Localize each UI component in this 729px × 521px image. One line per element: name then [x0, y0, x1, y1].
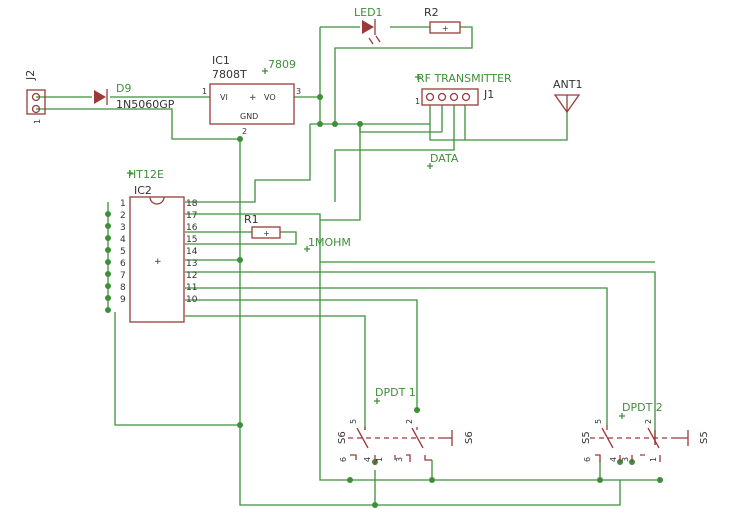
ic1-ref-label: IC1: [212, 54, 230, 67]
d9-value-label: 1N5060GP: [116, 98, 175, 111]
ic1-value-label: 7808T: [212, 68, 247, 81]
connector-j2: J2 1: [24, 70, 46, 124]
dpdt2-pin-2: 2: [644, 419, 653, 424]
ic2-right-pin-12: 12: [186, 271, 197, 281]
j1-ref-label: J1: [483, 88, 494, 101]
ic2-ref-label: IC2: [134, 184, 152, 197]
dpdt1-pin-1: 1: [375, 457, 384, 462]
regulator-ic1: IC1 7808T 7809 VI + VO GND 1 2 3: [202, 54, 301, 136]
r1-plus: +: [263, 229, 270, 238]
j2-pin1-label: 1: [33, 119, 42, 124]
ic2-left-pin-2: 2: [120, 211, 126, 221]
dpdt1-pin-6: 6: [339, 457, 348, 462]
ic1-plus: +: [249, 93, 257, 103]
data-net-label: DATA: [430, 152, 459, 165]
ic2-left-pin-1: 1: [120, 199, 126, 209]
j1-module-label: RF TRANSMITTER: [417, 72, 512, 85]
diode-d9: D9 1N5060GP: [94, 82, 175, 111]
ic1-pin-vo: VO: [264, 93, 276, 102]
ic2-center-mark: +: [154, 257, 162, 267]
ic1-pin3: 3: [296, 87, 301, 96]
dpdt2-right-label: S5: [699, 431, 710, 444]
r1-value-label: 1MOHM: [308, 236, 351, 249]
ic1-alt-value-label: 7809: [268, 58, 296, 71]
ic2-right-pin-16: 16: [186, 223, 198, 233]
dpdt1-right-label: S6: [464, 431, 475, 444]
r2-plus: +: [442, 24, 449, 33]
dpdt2-pin-6: 6: [583, 457, 592, 462]
ic2-left-pin-8: 8: [120, 283, 126, 293]
led-led1: LED1: [354, 6, 383, 45]
dpdt1-pin-2: 2: [405, 419, 414, 424]
ic1-pin2: 2: [242, 127, 247, 136]
ic2-value-label: HT12E: [128, 168, 164, 181]
r1-ref-label: R1: [244, 213, 259, 226]
ic2-right-pin-17: 17: [186, 211, 197, 221]
dpdt1-pin-5: 5: [349, 419, 358, 424]
encoder-ic2: + HT12E IC2 1 2 3 4 5 6 7 8 9 18 17 16 1…: [120, 168, 198, 323]
ic1-pin-vi: VI: [220, 93, 228, 102]
ic2-right-pin-15: 15: [186, 235, 197, 245]
ic1-pin-gnd: GND: [240, 112, 258, 121]
dpdt1-pin-4: 4: [363, 457, 372, 462]
j1-pin1-label: 1: [415, 97, 420, 106]
ic1-pin1: 1: [202, 87, 207, 96]
ic2-left-pin-6: 6: [120, 259, 126, 269]
junctions: [105, 94, 663, 508]
ic2-left-pin-5: 5: [120, 247, 126, 257]
switch-dpdt1: DPDT 1 S6 S6 5 2 6 4 1 3: [337, 386, 475, 465]
dpdt2-left-label: S5: [581, 431, 592, 444]
d9-ref-label: D9: [116, 82, 131, 95]
switch-dpdt2: DPDT 2 S5 S5 5 2 6 4 3 1: [581, 401, 710, 462]
dpdt1-pin-3: 3: [395, 457, 404, 462]
dpdt2-ref-label: DPDT 2: [622, 401, 663, 414]
dpdt2-pin-5: 5: [594, 419, 603, 424]
dpdt2-pin-4: 4: [609, 457, 618, 462]
led1-ref-label: LED1: [354, 6, 383, 19]
ic2-left-pin-3: 3: [120, 223, 126, 233]
ant1-ref-label: ANT1: [553, 78, 582, 91]
j2-ref-label: J2: [24, 70, 37, 81]
resistor-r1: + R1 1MOHM: [244, 213, 351, 249]
origin-markers: [127, 68, 625, 419]
dpdt1-left-label: S6: [337, 431, 348, 444]
resistor-r2: + R2: [424, 6, 461, 34]
ic2-right-pin-10: 10: [186, 295, 198, 305]
ic2-right-pin-13: 13: [186, 259, 197, 269]
ic2-left-pin-4: 4: [120, 235, 126, 245]
ic2-right-pin-14: 14: [186, 247, 198, 257]
ic2-right-pin-11: 11: [186, 283, 197, 293]
ic2-left-pin-7: 7: [120, 271, 126, 281]
ic2-left-pin-9: 9: [120, 295, 126, 305]
ic2-right-pin-18: 18: [186, 199, 198, 209]
connector-j1: RF TRANSMITTER J1 1 DATA: [415, 72, 512, 165]
r2-ref-label: R2: [424, 6, 439, 19]
wires: [36, 26, 660, 506]
dpdt2-pin-3: 3: [621, 457, 630, 462]
dpdt2-pin-1: 1: [649, 457, 658, 462]
antenna-ant1: ANT1: [553, 78, 582, 114]
dpdt1-ref-label: DPDT 1: [375, 386, 416, 399]
